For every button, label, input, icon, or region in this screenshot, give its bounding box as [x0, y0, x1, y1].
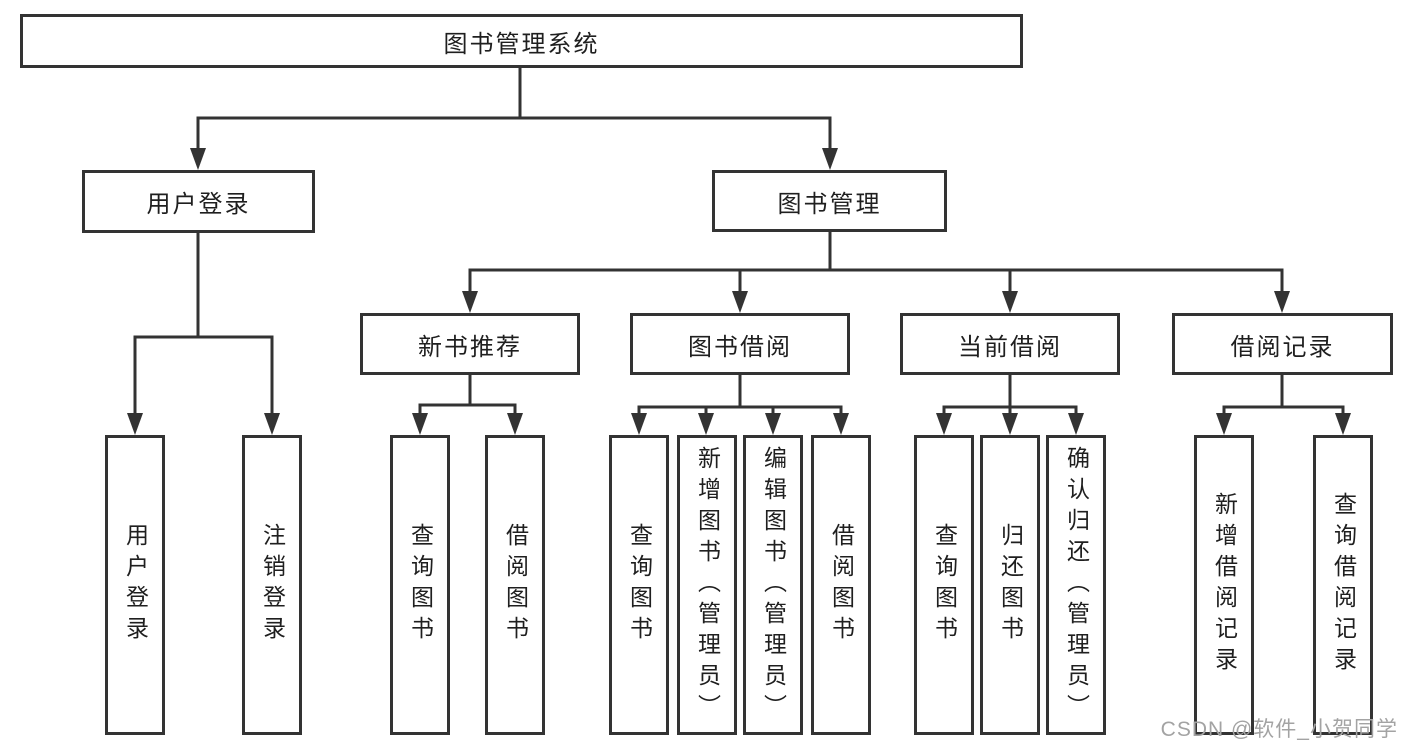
leaf-logout: 注销登录 — [242, 435, 302, 735]
leaf-borrow-books-recommend: 借阅图书 — [485, 435, 545, 735]
connector-borrowing-records-split — [1216, 373, 1351, 435]
node-user-login: 用户登录 — [82, 170, 315, 233]
csdn-watermark: CSDN @软件_小贺同学 — [1160, 718, 1398, 741]
node-new-book-recommend: 新书推荐 — [360, 313, 580, 375]
node-user-login-label: 用户登录 — [146, 191, 251, 218]
leaf-return-books: 归还图书 — [980, 435, 1040, 735]
leaf-edit-books-admin: 编辑图书（管理员） — [743, 435, 803, 735]
leaf-query-borrow-record: 查询借阅记录 — [1313, 435, 1373, 735]
connector-book-borrowing-split — [631, 373, 849, 435]
connector-current-borrowing-split — [936, 373, 1084, 435]
node-library-system: 图书管理系统 — [20, 14, 1023, 68]
leaf-add-books-admin: 新增图书（管理员） — [677, 435, 737, 735]
leaf-query-borrow-record-label: 查询借阅记录 — [1330, 492, 1357, 678]
leaf-borrow-books: 借阅图书 — [811, 435, 871, 735]
leaf-user-login: 用户登录 — [105, 435, 165, 735]
leaf-user-login-label: 用户登录 — [122, 523, 149, 647]
leaf-borrow-books-recommend-label: 借阅图书 — [502, 523, 529, 647]
leaf-query-books-recommend-label: 查询图书 — [407, 523, 434, 647]
connector-new-book-split — [412, 373, 523, 435]
leaf-borrow-books-label: 借阅图书 — [828, 523, 855, 647]
connector-user-login-split — [127, 233, 280, 435]
leaf-add-borrow-record: 新增借阅记录 — [1194, 435, 1254, 735]
leaf-return-books-label: 归还图书 — [997, 523, 1024, 647]
node-library-system-label: 图书管理系统 — [443, 30, 600, 58]
leaf-query-books-recommend: 查询图书 — [390, 435, 450, 735]
leaf-query-books-current-label: 查询图书 — [931, 523, 958, 647]
node-current-borrowing: 当前借阅 — [900, 313, 1120, 375]
leaf-query-books-borrowing: 查询图书 — [609, 435, 669, 735]
node-current-borrowing-label: 当前借阅 — [958, 333, 1062, 361]
node-book-management-label: 图书管理 — [777, 190, 882, 218]
node-new-book-recommend-label: 新书推荐 — [418, 333, 522, 361]
connector-book-management-split — [462, 231, 1290, 313]
connector-root-split — [190, 68, 838, 170]
leaf-confirm-return-admin-label: 确认归还（管理员） — [1063, 445, 1090, 725]
leaf-add-books-admin-label: 新增图书（管理员） — [694, 445, 721, 725]
node-book-management: 图书管理 — [712, 170, 947, 232]
node-borrowing-records-label: 借阅记录 — [1230, 333, 1335, 361]
node-book-borrowing-label: 图书借阅 — [688, 333, 792, 361]
leaf-add-borrow-record-label: 新增借阅记录 — [1211, 492, 1238, 678]
leaf-confirm-return-admin: 确认归还（管理员） — [1046, 435, 1106, 735]
leaf-query-books-borrowing-label: 查询图书 — [626, 523, 653, 647]
leaf-edit-books-admin-label: 编辑图书（管理员） — [760, 445, 787, 725]
node-book-borrowing: 图书借阅 — [630, 313, 850, 375]
node-borrowing-records: 借阅记录 — [1172, 313, 1393, 375]
leaf-logout-label: 注销登录 — [259, 523, 286, 647]
leaf-query-books-current: 查询图书 — [914, 435, 974, 735]
